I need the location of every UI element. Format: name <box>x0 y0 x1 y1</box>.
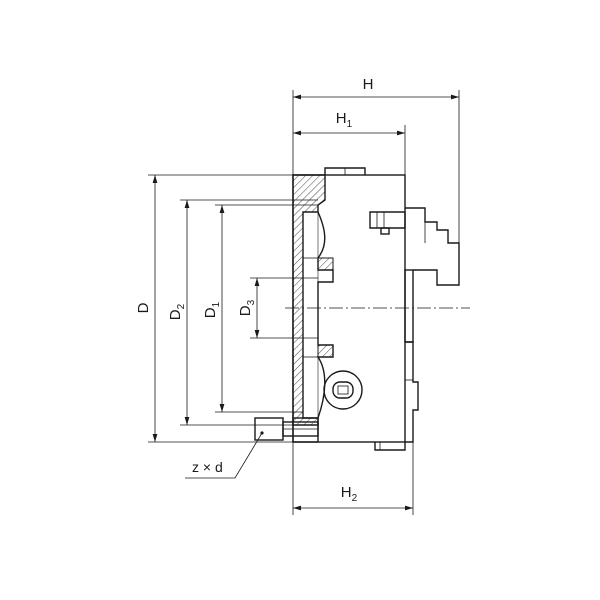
label-zxd: z × d <box>192 459 223 475</box>
jaw-lower <box>374 341 419 451</box>
extension-lines <box>148 90 460 515</box>
key-socket <box>323 370 363 410</box>
leader-zxd: z × d <box>185 432 263 479</box>
dimension-H1: H1 <box>293 110 405 136</box>
label-D: D <box>135 302 152 313</box>
chuck-body <box>292 167 414 443</box>
mounting-bolt <box>254 417 319 441</box>
label-H1: H1 <box>336 110 353 130</box>
label-H: H <box>363 76 374 93</box>
dimension-H2: H2 <box>293 484 413 511</box>
dimension-D3: D3 <box>237 278 260 338</box>
label-D2: D2 <box>167 303 187 320</box>
dimension-D1: D1 <box>202 205 225 412</box>
label-D1: D1 <box>202 301 222 318</box>
label-H2: H2 <box>341 484 358 504</box>
hatched-section <box>292 174 326 426</box>
dimension-D2: D2 <box>167 200 190 425</box>
dimension-D: D <box>135 175 158 442</box>
jaw-upper <box>369 207 460 286</box>
label-D3: D3 <box>237 299 257 316</box>
dimension-H: H <box>293 76 459 100</box>
